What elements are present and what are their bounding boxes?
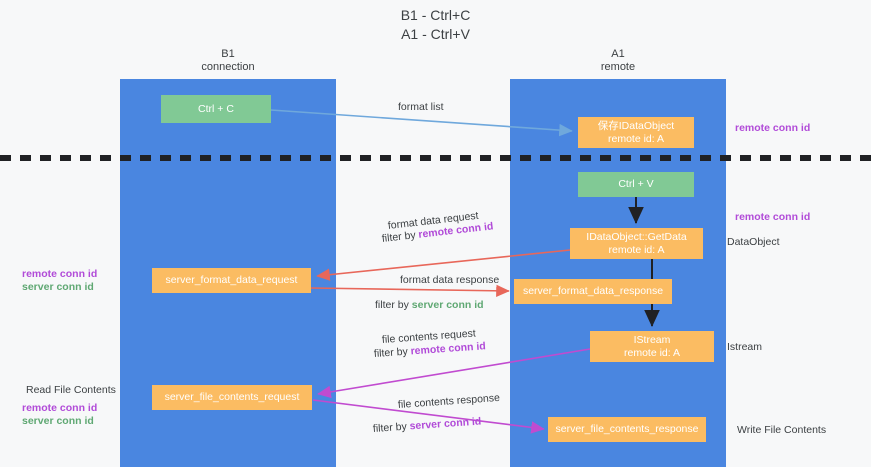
node-server-file-contents-request[interactable]: server_file_contents_request <box>152 385 312 410</box>
node-ctrl-v-label: Ctrl + V <box>618 178 654 191</box>
lane-header-b1-subtitle: connection <box>201 61 255 73</box>
node-server-file-contents-response-label: server_file_contents_response <box>555 423 699 436</box>
node-istream[interactable]: IStream remote id: A <box>590 331 714 362</box>
phase-separator <box>0 155 871 161</box>
node-server-format-data-request[interactable]: server_format_data_request <box>152 268 311 293</box>
edge-file-contents-response <box>312 399 545 434</box>
title-line-1: B1 - Ctrl+C <box>400 7 471 23</box>
node-idataobject-getdata-label: IDataObject::GetData <box>586 231 687 243</box>
lane-header-b1-name: B1 <box>221 48 235 60</box>
node-server-file-contents-request-label: server_file_contents_request <box>164 391 300 404</box>
annotation-left-server-conn-id-bottom: server conn id <box>22 415 94 427</box>
filter-prefix-2: filter by <box>375 299 412 311</box>
annotation-left-server-conn-id-mid: server conn id <box>22 281 94 293</box>
edge-file-contents-request <box>317 348 591 399</box>
edge-format-data-response <box>310 284 510 298</box>
edge-label-format-data-response-filter: filter by server conn id <box>375 299 484 312</box>
lane-header-b1: B1 connection <box>120 48 336 74</box>
node-ctrl-v[interactable]: Ctrl + V <box>578 172 694 197</box>
node-ctrl-c-label: Ctrl + C <box>198 102 234 115</box>
lane-header-a1-subtitle: remote <box>600 61 636 73</box>
node-server-format-data-response[interactable]: server_format_data_response <box>514 279 672 304</box>
annotation-left-remote-conn-id-mid: remote conn id <box>22 268 98 280</box>
node-server-format-data-response-label: server_format_data_response <box>522 285 664 298</box>
node-ctrl-c[interactable]: Ctrl + C <box>161 95 271 123</box>
lane-header-a1: A1 remote <box>510 48 726 74</box>
edge-label-format-list: format list <box>398 101 444 113</box>
node-save-idataobject-label: 保存IDataObject <box>597 120 675 132</box>
annotation-remote-conn-id-top: remote conn id <box>735 122 811 134</box>
annotation-left-remote-conn-id-bottom: remote conn id <box>22 402 98 414</box>
node-idataobject-getdata[interactable]: IDataObject::GetData remote id: A <box>570 228 703 259</box>
node-server-file-contents-response[interactable]: server_file_contents_response <box>548 417 706 442</box>
filter-prefix-4: filter by <box>372 420 411 435</box>
filter-prefix-3: filter by <box>373 345 412 360</box>
annotation-write-file-contents: Write File Contents <box>737 424 827 436</box>
annotation-dataobject: DataObject <box>727 236 780 248</box>
annotation-istream: Istream <box>727 341 763 353</box>
node-save-idataobject-remoteid: remote id: A <box>607 132 665 145</box>
node-istream-label: IStream <box>633 334 671 346</box>
page-title: B1 - Ctrl+C A1 - Ctrl+V <box>0 6 871 44</box>
node-server-format-data-request-label: server_format_data_request <box>165 274 298 287</box>
node-save-idataobject[interactable]: 保存IDataObject remote id: A <box>578 117 694 148</box>
filter-key-server-conn-id-1: server conn id <box>411 299 484 311</box>
title-line-2: A1 - Ctrl+V <box>401 26 470 42</box>
edge-format-list <box>270 109 573 137</box>
lane-header-a1-name: A1 <box>611 48 625 60</box>
annotation-read-file-contents: Read File Contents <box>26 384 116 396</box>
node-idataobject-getdata-remoteid: remote id: A <box>608 243 665 256</box>
annotation-remote-conn-id-mid: remote conn id <box>735 211 811 223</box>
edge-format-data-request <box>316 249 571 281</box>
node-istream-remoteid: remote id: A <box>623 346 681 359</box>
edge-label-format-data-response: format data response <box>400 274 500 286</box>
